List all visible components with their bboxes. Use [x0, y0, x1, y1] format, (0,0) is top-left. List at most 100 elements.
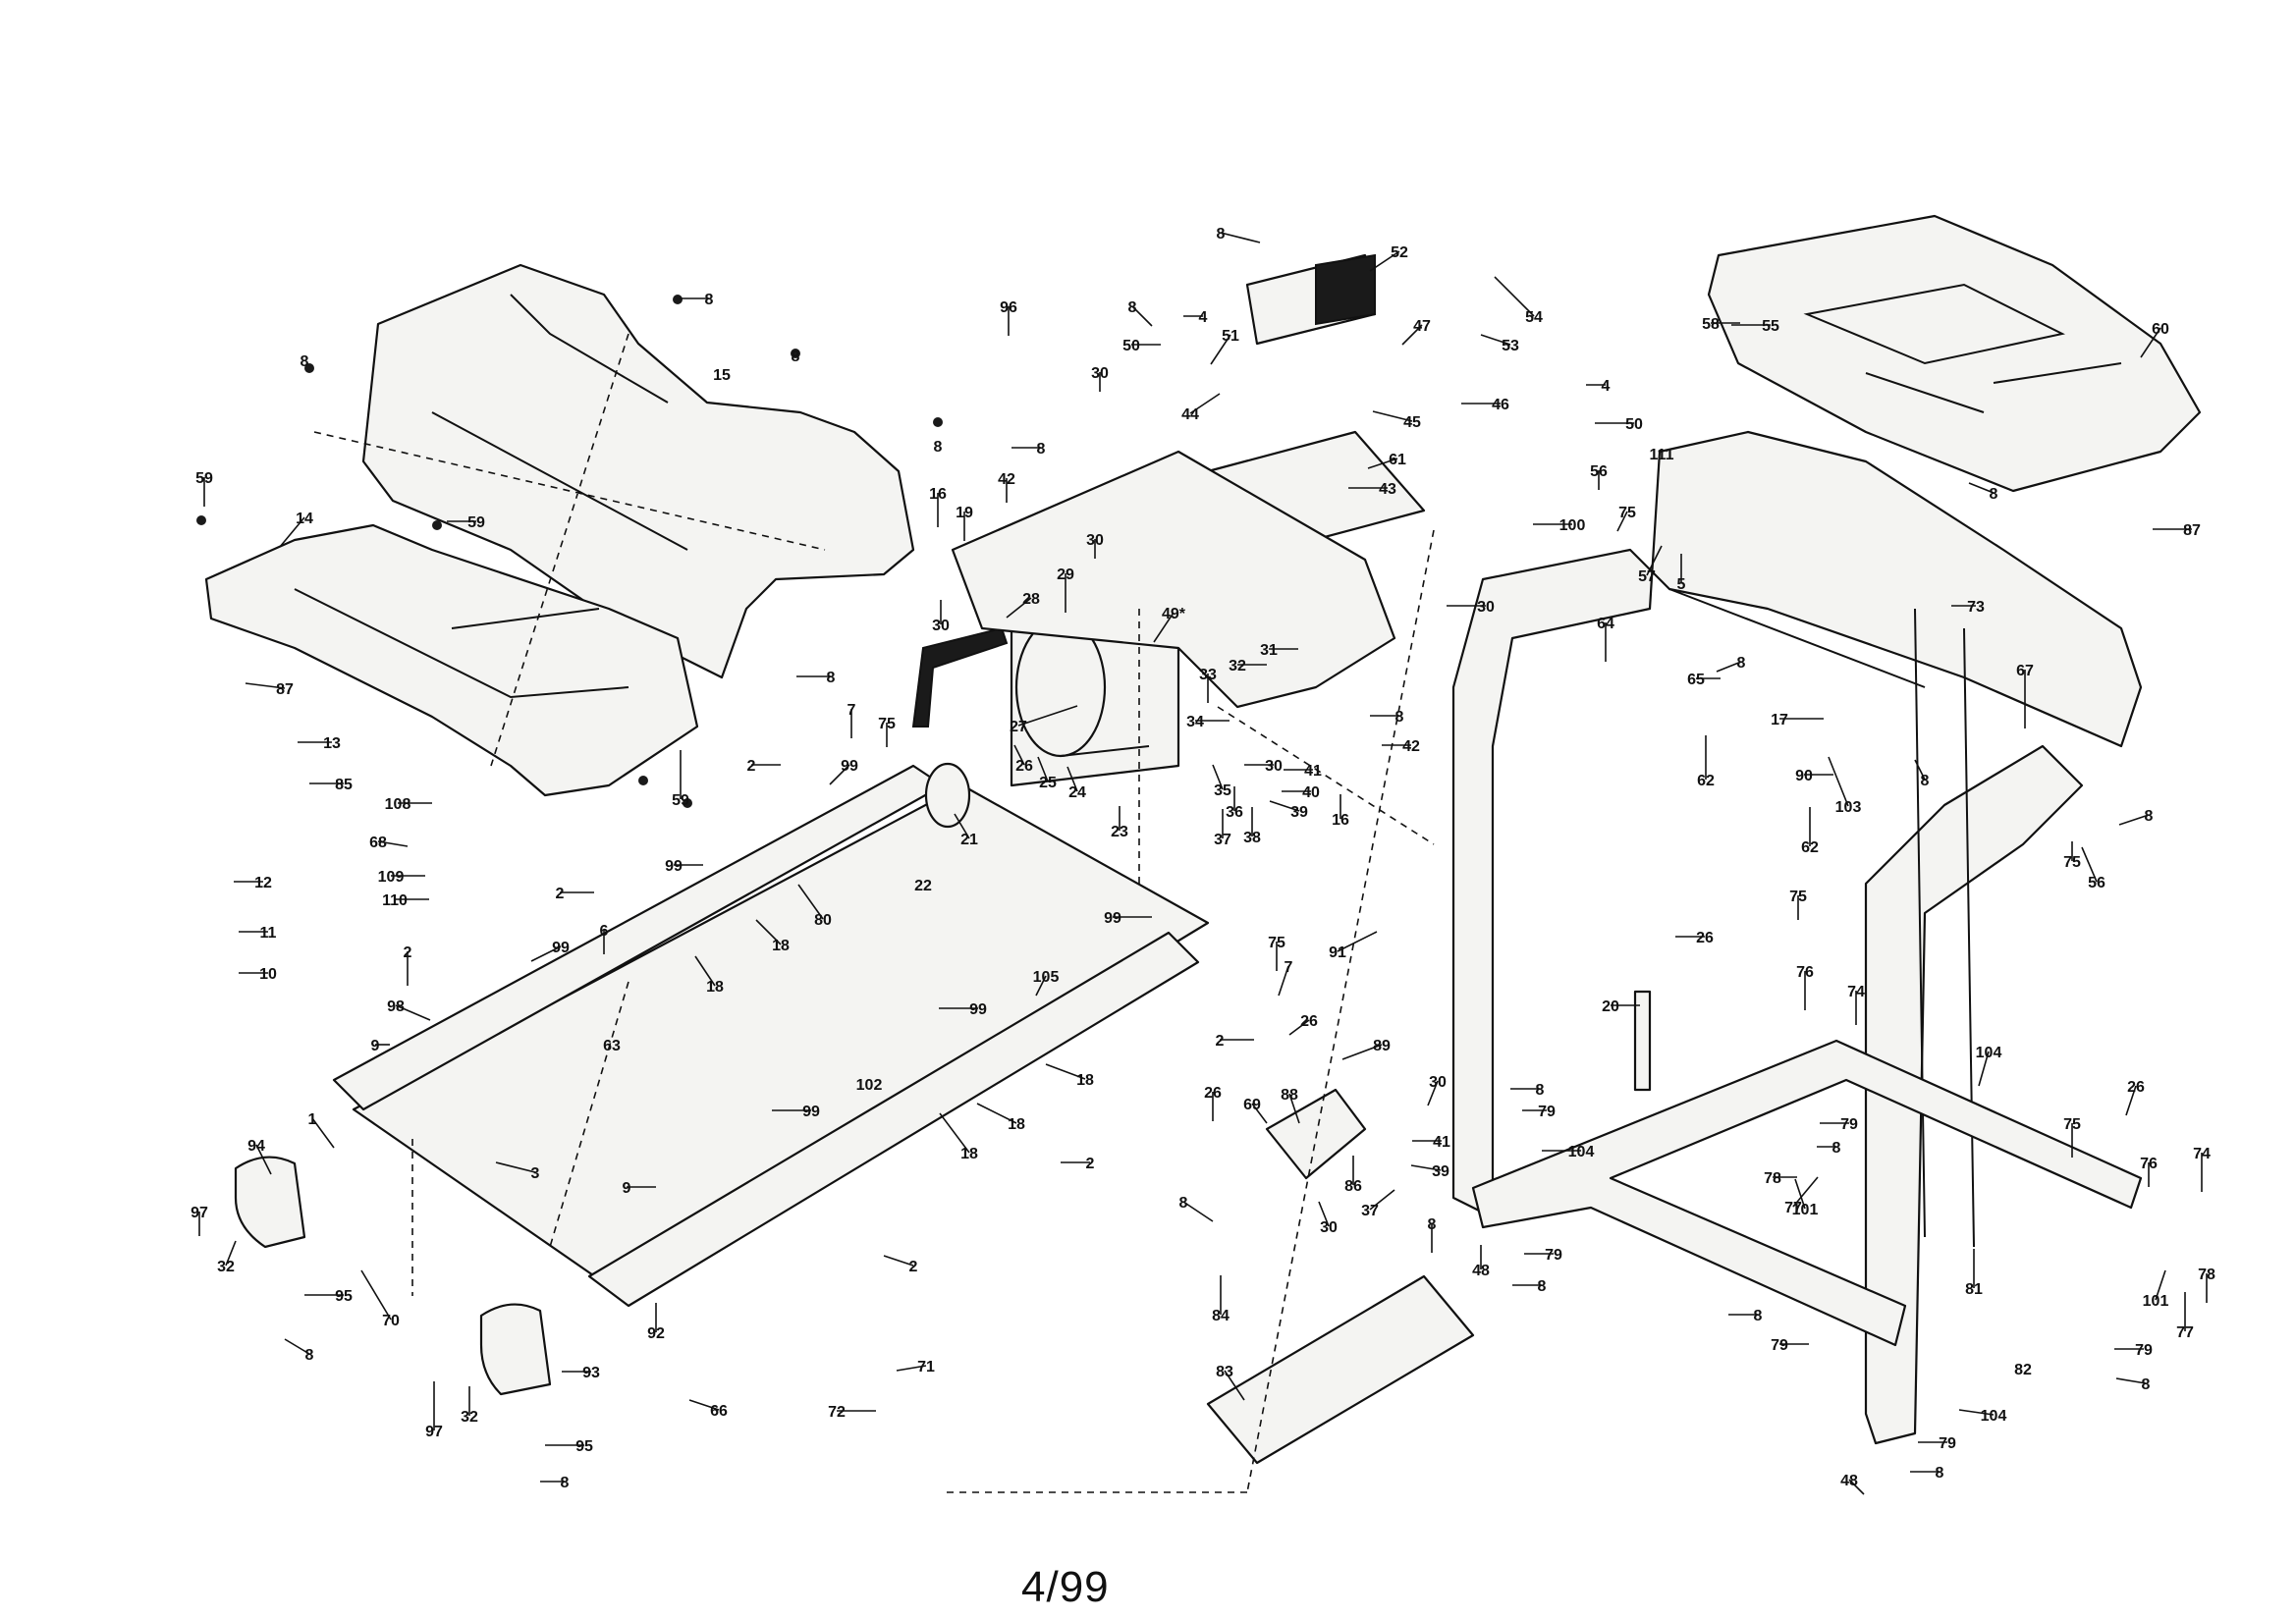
part-callout-88: 88 [1281, 1087, 1298, 1104]
part-callout-32: 32 [461, 1409, 478, 1426]
part-callout-2: 2 [909, 1259, 918, 1275]
callout-leader [1037, 756, 1049, 782]
part-callout-61: 61 [1389, 452, 1406, 468]
part-callout-9: 9 [371, 1038, 380, 1054]
walking-deck [352, 783, 1210, 1288]
part-callout-30: 30 [1265, 758, 1283, 775]
part-callout-99: 99 [841, 758, 858, 775]
callout-leader [1367, 458, 1398, 469]
callout-leader [939, 1112, 970, 1154]
part-callout-29: 29 [1057, 566, 1074, 583]
part-callout-8: 8 [1037, 441, 1046, 458]
part-callout-75: 75 [1789, 889, 1807, 905]
part-callout-8: 8 [1179, 1195, 1188, 1212]
part-callout-44: 44 [1181, 406, 1199, 423]
callout-leader [2118, 814, 2150, 826]
part-callout-26: 26 [1696, 930, 1714, 946]
part-callout-104: 104 [1976, 1045, 2002, 1061]
part-callout-100: 100 [1559, 517, 1586, 534]
part-callout-87: 87 [2183, 522, 2201, 539]
part-callout-79: 79 [1840, 1116, 1858, 1133]
callout-leader [797, 884, 824, 920]
part-callout-37: 37 [1214, 832, 1231, 848]
right-frame-rail [587, 931, 1200, 1308]
part-callout-2: 2 [1216, 1033, 1225, 1050]
callout-leader [1337, 931, 1378, 952]
part-callout-38: 38 [1243, 830, 1261, 846]
part-callout-21: 21 [960, 832, 978, 848]
callout-leader [1153, 612, 1175, 643]
motor-frame [951, 450, 1396, 709]
part-callout-102: 102 [856, 1077, 883, 1094]
part-callout-8: 8 [1737, 655, 1746, 672]
part-callout-8: 8 [301, 353, 309, 370]
callout-leader [1372, 410, 1413, 422]
callout-leader [1494, 276, 1535, 317]
part-callout-16: 16 [1332, 812, 1349, 829]
part-callout-99: 99 [552, 940, 570, 956]
part-callout-101: 101 [2143, 1293, 2169, 1310]
part-callout-8: 8 [1936, 1465, 1944, 1482]
callout-leader [2155, 1269, 2166, 1301]
part-callout-4: 4 [1602, 378, 1611, 395]
part-callout-95: 95 [575, 1438, 593, 1455]
callout-leader [377, 840, 409, 847]
callout-leader [1045, 1063, 1086, 1080]
callout-leader [883, 1255, 914, 1267]
part-callout-23: 23 [1111, 824, 1128, 840]
part-callout-8: 8 [1395, 709, 1404, 726]
part-callout-108: 108 [385, 796, 411, 813]
callout-leader [1224, 1370, 1245, 1401]
part-callout-8: 8 [1754, 1308, 1763, 1324]
part-callout-99: 99 [665, 858, 683, 875]
callout-leader [1269, 800, 1300, 812]
callout-leader [225, 1240, 237, 1267]
callout-leader [688, 1399, 720, 1411]
part-callout-42: 42 [1402, 738, 1420, 755]
part-callout-10: 10 [259, 966, 277, 983]
part-callout-8: 8 [1990, 486, 1998, 503]
callout-leader [360, 1269, 392, 1321]
callout-leader [1318, 1201, 1330, 1227]
callout-leader [284, 1338, 310, 1355]
part-callout-71: 71 [917, 1359, 935, 1375]
part-callout-53: 53 [1502, 338, 1519, 354]
hood-base [204, 523, 699, 797]
part-callout-8: 8 [2145, 808, 2154, 825]
front-roller-pulley [924, 762, 971, 829]
callout-leader [1968, 482, 1995, 494]
callout-leader [694, 955, 716, 987]
part-callout-57: 57 [1638, 568, 1656, 585]
part-callout-97: 97 [191, 1205, 208, 1221]
callout-leader [896, 1365, 927, 1372]
part-callout-18: 18 [1076, 1072, 1094, 1089]
callout-leader [1288, 1093, 1300, 1124]
page-number: 4/99 [1021, 1563, 1110, 1611]
part-callout-1: 1 [308, 1111, 317, 1128]
part-callout-64: 64 [1597, 616, 1614, 632]
part-callout-50: 50 [1625, 416, 1643, 433]
callout-leader [1066, 766, 1078, 792]
part-callout-89: 89 [1373, 1038, 1391, 1054]
part-callout-81: 81 [1965, 1281, 1983, 1298]
rear-right-guard [479, 1303, 552, 1396]
part-callout-48: 48 [1840, 1473, 1858, 1489]
part-callout-8: 8 [561, 1475, 570, 1491]
console [1707, 214, 2202, 493]
part-callout-52: 52 [1391, 244, 1408, 261]
part-callout-26: 26 [1204, 1085, 1222, 1102]
rear-left-guard [234, 1156, 306, 1249]
part-callout-84: 84 [1212, 1308, 1230, 1324]
part-callout-76: 76 [1796, 964, 1814, 981]
part-callout-8: 8 [1921, 773, 1930, 789]
part-callout-19: 19 [956, 505, 973, 521]
callout-leader [2140, 327, 2161, 358]
callout-leader [1341, 1044, 1383, 1060]
part-callout-78: 78 [1764, 1170, 1781, 1187]
part-callout-2: 2 [404, 944, 412, 961]
part-callout-37: 37 [1361, 1203, 1379, 1219]
part-callout-26: 26 [1300, 1013, 1318, 1030]
part-callout-51: 51 [1222, 328, 1239, 345]
part-callout-104: 104 [1568, 1144, 1595, 1160]
part-callout-99: 99 [969, 1001, 987, 1018]
